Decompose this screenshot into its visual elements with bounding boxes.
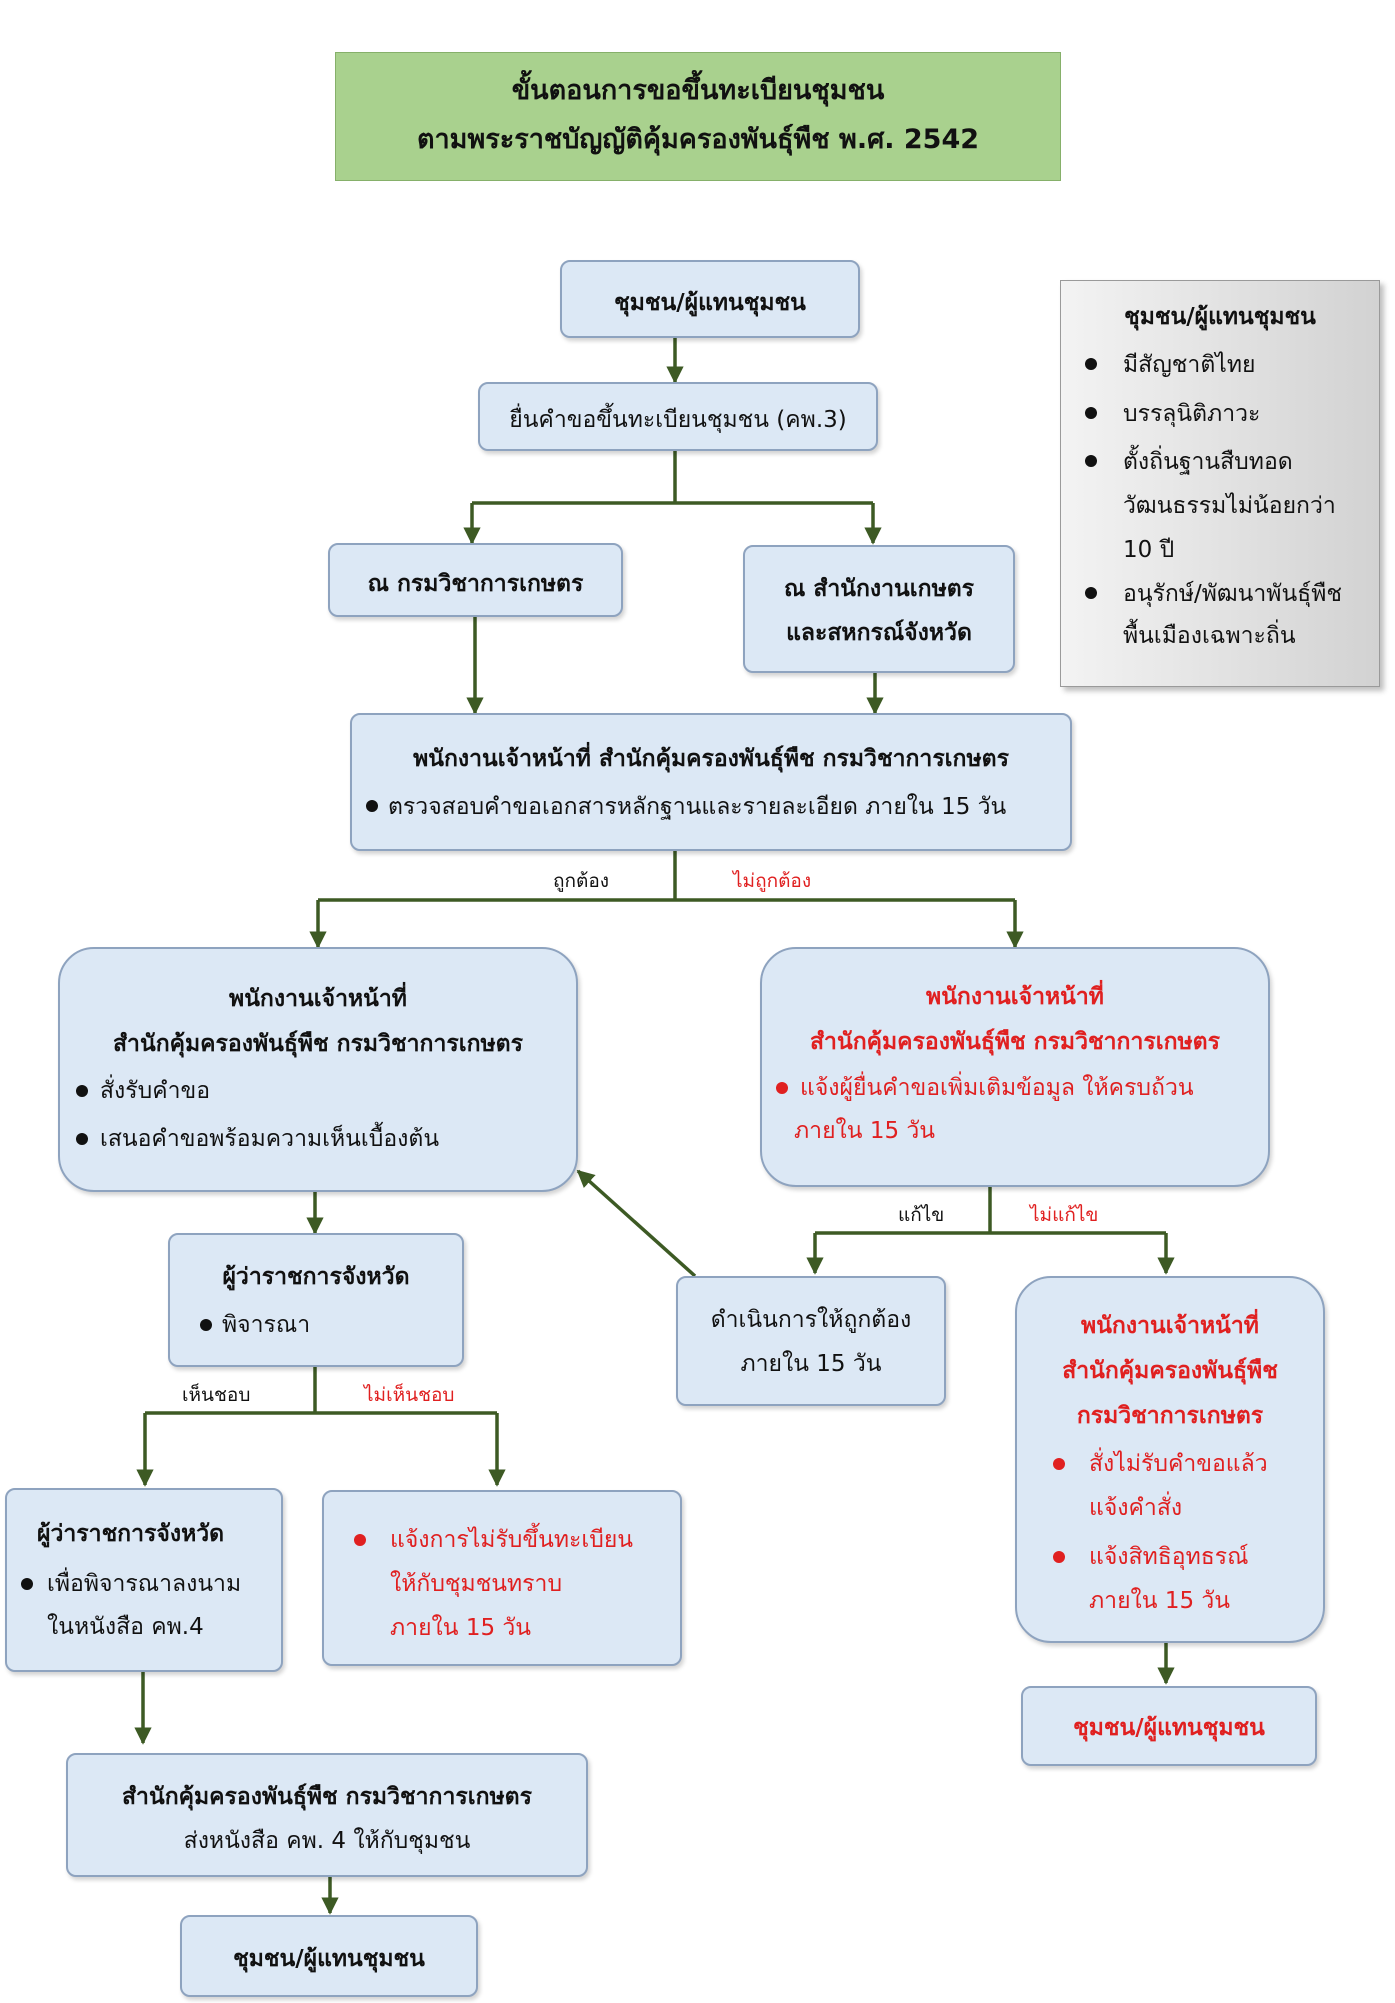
bullet-icon xyxy=(1085,358,1097,370)
bullet-icon xyxy=(366,800,378,812)
label-disapprove: ไม่เห็นชอบ xyxy=(364,1384,455,1406)
eligibility-item: มีสัญชาติไทย xyxy=(1123,352,1256,378)
node-governor-review: ผู้ว่าราชการจังหวัด พิจารณา xyxy=(168,1233,464,1367)
eligibility-box: ชุมชน/ผู้แทนชุมชน มีสัญชาติไทย บรรลุนิติ… xyxy=(1060,280,1380,687)
eligibility-heading: ชุมชน/ผู้แทนชุมชน xyxy=(1124,304,1316,330)
bullet-icon xyxy=(1085,455,1097,467)
title-line-2: ตามพระราชบัญญัติคุ้มครองพันธุ์พืช พ.ศ. 2… xyxy=(416,124,980,155)
bullet-icon xyxy=(1053,1551,1065,1563)
node-officer-accept: พนักงานเจ้าหน้าที่ สำนักคุ้มครองพันธุ์พื… xyxy=(58,947,578,1192)
label-fix: แก้ไข xyxy=(898,1204,945,1226)
node-officer-reject: พนักงานเจ้าหน้าที่ สำนักคุ้มครองพันธุ์พื… xyxy=(1015,1276,1325,1643)
title-banner: ขั้นตอนการขอขึ้นทะเบียนชุมชน ตามพระราชบั… xyxy=(335,52,1061,181)
node-end-community-right: ชุมชน/ผู้แทนชุมชน xyxy=(1021,1686,1317,1766)
eligibility-item-cont: 10 ปี xyxy=(1123,537,1175,563)
bullet-icon xyxy=(200,1319,212,1331)
node-notify-reject: แจ้งการไม่รับขึ้นทะเบียน ให้กับชุมชนทราบ… xyxy=(322,1490,682,1666)
bullet-icon xyxy=(76,1085,88,1097)
bullet-icon xyxy=(1053,1458,1065,1470)
node-send-letter: สำนักคุ้มครองพันธุ์พืช กรมวิชาการเกษตร ส… xyxy=(66,1753,588,1877)
bullet-icon xyxy=(1085,407,1097,419)
node-officer-incomplete: พนักงานเจ้าหน้าที่ สำนักคุ้มครองพันธุ์พื… xyxy=(760,947,1270,1187)
bullet-icon xyxy=(21,1578,33,1590)
eligibility-item-cont: พื้นเมืองเฉพาะถิ่น xyxy=(1123,623,1296,649)
node-end-community-bottom: ชุมชน/ผู้แทนชุมชน xyxy=(180,1915,478,1997)
bullet-icon xyxy=(776,1082,788,1094)
node-governor-sign: ผู้ว่าราชการจังหวัด เพื่อพิจารณาลงนาม ใน… xyxy=(5,1488,283,1672)
eligibility-item: บรรลุนิติภาวะ xyxy=(1123,401,1261,427)
node-officer-check: พนักงานเจ้าหน้าที่ สำนักคุ้มครองพันธุ์พื… xyxy=(350,713,1072,851)
eligibility-item-cont: วัฒนธรรมไม่น้อยกว่า xyxy=(1123,493,1336,519)
title-line-1: ขั้นตอนการขอขึ้นทะเบียนชุมชน xyxy=(511,75,885,106)
node-fix-correction: ดำเนินการให้ถูกต้อง ภายใน 15 วัน xyxy=(676,1276,946,1406)
node-start-community: ชุมชน/ผู้แทนชุมชน xyxy=(560,260,860,338)
node-submit-application: ยื่นคำขอขึ้นทะเบียนชุมชน (คพ.3) xyxy=(478,382,878,451)
eligibility-item: ตั้งถิ่นฐานสืบทอด xyxy=(1123,449,1293,475)
node-doa: ณ กรมวิชาการเกษตร xyxy=(328,543,623,617)
bullet-icon xyxy=(76,1133,88,1145)
eligibility-item: อนุรักษ์/พัฒนาพันธุ์พืช xyxy=(1123,581,1342,607)
label-correct: ถูกต้อง xyxy=(553,870,610,892)
bullet-icon xyxy=(1085,587,1097,599)
label-no-fix: ไม่แก้ไข xyxy=(1030,1204,1099,1226)
arrow-fix-to-ok xyxy=(576,1169,697,1278)
label-incorrect: ไม่ถูกต้อง xyxy=(733,870,812,892)
bullet-icon xyxy=(354,1534,366,1546)
node-provincial-office: ณ สำนักงานเกษตร และสหกรณ์จังหวัด xyxy=(743,545,1015,673)
label-approve: เห็นชอบ xyxy=(182,1384,251,1406)
